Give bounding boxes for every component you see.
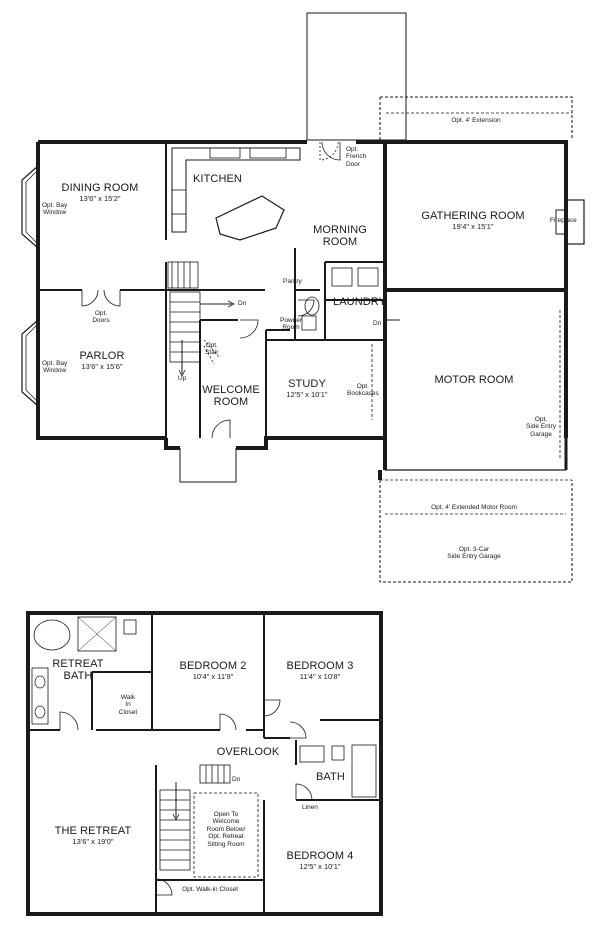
dining-room-name: DINING ROOM — [61, 182, 139, 194]
welcome-room-label: WELCOME ROOM — [202, 384, 260, 409]
parlor-dims: 13'6" x 15'6" — [81, 362, 123, 372]
opt-walk-in-closet: Opt. Walk-in Closet — [182, 886, 238, 893]
bedroom-3-dims: 11'4" x 10'8" — [299, 672, 341, 682]
walk-in-closet: Walk In Closet — [118, 694, 138, 716]
dining-room-dims: 13'6" x 15'2" — [79, 194, 121, 204]
second-floor-exterior — [26, 611, 383, 916]
morning-room-label: MORNING ROOM — [313, 188, 367, 266]
parlor-label: PARLOR 13'6" x 15'6" — [79, 350, 124, 372]
bedroom-4-name: BEDROOM 4 — [286, 850, 354, 862]
bedroom-2-name: BEDROOM 2 — [179, 660, 247, 672]
gathering-room-dims: 19'4" x 15'1" — [452, 222, 494, 232]
interior-walls — [38, 142, 385, 438]
kitchen-label: KITCHEN — [193, 173, 242, 185]
bay-window-parlor — [21, 319, 39, 407]
morning-room-name: MORNING ROOM — [313, 223, 367, 249]
powder-room-label: Powder Room — [280, 317, 303, 332]
dining-room-label: DINING ROOM 13'6" x 15'2" — [62, 182, 139, 204]
study-label: STUDY 12'5" x 10'1" — [286, 378, 327, 400]
gathering-room-label: GATHERING ROOM 19'4" x 15'1" — [421, 210, 524, 232]
bedroom-3-label: BEDROOM 3 11'4" x 10'8" — [287, 660, 354, 682]
bedroom-3-name: BEDROOM 3 — [286, 660, 354, 672]
overlook-name: OVERLOOK — [216, 746, 280, 758]
parlor-name: PARLOR — [79, 350, 125, 362]
upper-door-swings — [59, 699, 313, 896]
opt-extension-outline — [379, 96, 573, 140]
laundry-name: LAUNDRY — [333, 296, 387, 308]
welcome-room-name: WELCOME ROOM — [202, 384, 260, 409]
first-floor-plan — [21, 12, 585, 583]
stair-up: Up — [178, 375, 187, 382]
gathering-room-name: GATHERING ROOM — [421, 210, 525, 222]
motor-room-name: MOTOR ROOM — [434, 374, 514, 386]
the-retreat-label: THE RETREAT 13'6" x 19'0" — [55, 825, 132, 847]
bedroom-4-label: BEDROOM 4 12'5" x 10'1" — [287, 850, 354, 872]
laundry-label: LAUNDRY — [333, 296, 386, 308]
bedroom-2-label: BEDROOM 2 10'4" x 11'9" — [180, 660, 247, 682]
front-porch — [179, 448, 237, 483]
opt-extension: Opt. 4' Extension — [451, 117, 501, 124]
opt-3-car-garage: Opt. 3-Car Side Entry Garage — [447, 546, 501, 561]
laundry-dn: Dn — [373, 320, 382, 327]
overlook-label: OVERLOOK — [217, 746, 280, 758]
retreat-bath-label: RETREAT BATH — [52, 658, 103, 683]
opt-stair: Opt. Stair — [205, 342, 219, 357]
opt-french-door: Opt. French Door — [346, 146, 367, 168]
kitchen-name: KITCHEN — [193, 173, 242, 185]
opt-bookcases: Opt. Bookcases — [347, 383, 379, 398]
kitchen-counter — [171, 147, 301, 233]
opt-bay-window-parlor: Opt. Bay Window — [42, 360, 68, 375]
upper-stair — [159, 764, 259, 878]
retreat-bath-name: RETREAT BATH — [52, 658, 104, 683]
fireplace-label: Fireplace — [550, 217, 577, 224]
opt-extended-motor-room: Opt. 4' Extended Motor Room — [431, 504, 517, 511]
opt-doors: Opt. Doors — [92, 310, 110, 325]
open-to-welcome-room: Open To Welcome Room Below/ Opt. Retreat… — [206, 811, 246, 848]
door-swings — [81, 141, 400, 439]
stair-dn: Dn — [238, 300, 247, 307]
opt-side-entry-garage: Opt. Side Entry Garage — [526, 416, 556, 438]
opt-bumpout — [306, 12, 407, 141]
opt-bay-window-dining: Opt. Bay Window — [42, 202, 68, 217]
bath-name: BATH — [316, 771, 345, 783]
linen-label: Linen — [302, 804, 318, 811]
main-stair — [167, 261, 235, 377]
kitchen-island — [215, 195, 285, 241]
second-floor-interior — [28, 613, 381, 914]
bay-window-dining — [21, 165, 39, 249]
study-name: STUDY — [288, 378, 326, 390]
upper-stair-dn: Dn — [232, 776, 241, 783]
motor-room-label: MOTOR ROOM — [434, 374, 513, 386]
bath-label: BATH — [316, 771, 345, 783]
second-floor-plan — [26, 611, 383, 916]
bedroom-4-dims: 12'5" x 10'1" — [299, 862, 341, 872]
pantry-label: Pantry — [283, 278, 302, 285]
the-retreat-dims: 13'6" x 19'0" — [72, 837, 114, 847]
bedroom-2-dims: 10'4" x 11'9" — [192, 672, 234, 682]
study-dims: 12'5" x 10'1" — [286, 390, 328, 400]
the-retreat-name: THE RETREAT — [54, 825, 132, 837]
